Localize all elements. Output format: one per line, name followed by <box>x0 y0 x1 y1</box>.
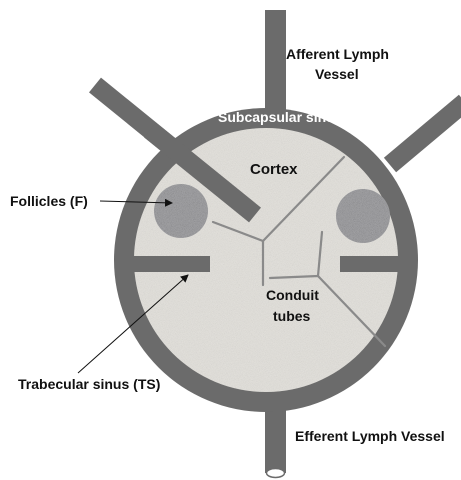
conduit-label-line2: tubes <box>273 308 311 324</box>
conduit-label-line1: Conduit <box>266 287 319 303</box>
trabecular-sinus-right <box>340 256 416 272</box>
trabecular-sinus-left <box>132 256 210 272</box>
efferent-label: Efferent Lymph Vessel <box>295 428 445 444</box>
follicle-left <box>154 184 208 238</box>
cortex-label: Cortex <box>250 161 298 178</box>
afferent-label-line1: Afferent Lymph <box>286 46 389 62</box>
trabecular-sinus-label: Trabecular sinus (TS) <box>18 376 160 392</box>
efferent-vessel-opening <box>267 469 285 478</box>
follicles-label: Follicles (F) <box>10 193 88 209</box>
afferent-vessel-right <box>390 102 461 165</box>
subcapsular-sinus-label: Subcapsular sinus <box>218 109 343 125</box>
afferent-vessel-top <box>265 10 286 122</box>
afferent-label-line2: Vessel <box>315 66 359 82</box>
follicle-right <box>336 189 390 243</box>
